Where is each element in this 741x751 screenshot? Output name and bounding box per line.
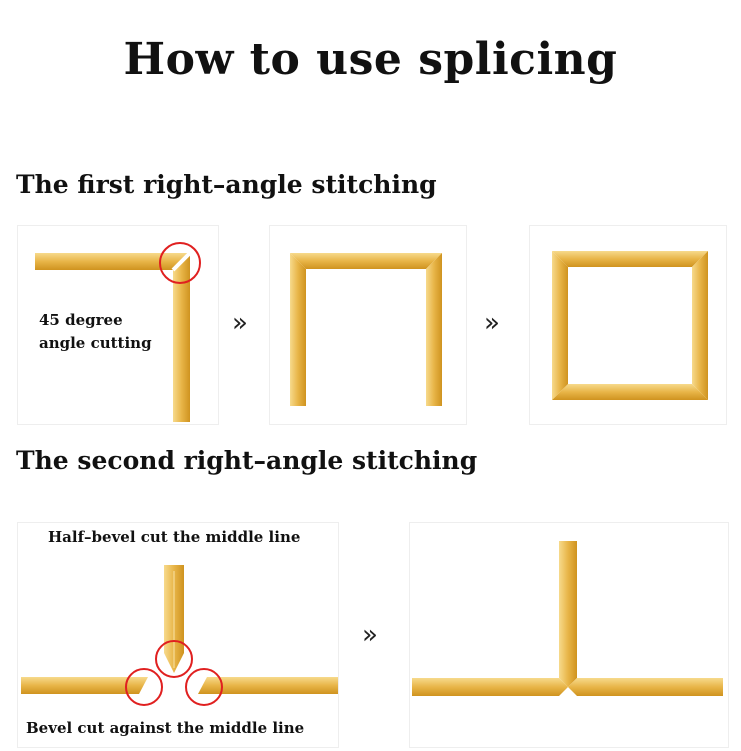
frame-left-bar bbox=[290, 253, 306, 406]
frame-top-bar bbox=[290, 253, 442, 269]
right-cut-highlight-circle bbox=[185, 668, 223, 706]
left-cut-highlight-circle bbox=[125, 668, 163, 706]
page-title: How to use splicing bbox=[123, 34, 618, 85]
t-joint-right-bar bbox=[568, 678, 723, 696]
t-joint-cuts-illustration bbox=[21, 565, 338, 706]
horizontal-strip bbox=[35, 253, 190, 270]
angle-caption-line2: angle cutting bbox=[39, 334, 152, 352]
t-joint-result-panel bbox=[410, 523, 728, 747]
t-joint-cut-panel: Half–bevel cut the middle line Bevel cut… bbox=[18, 523, 338, 747]
square-frame-illustration bbox=[552, 251, 708, 400]
three-sided-frame-illustration bbox=[290, 253, 442, 406]
t-joint-left-bar bbox=[412, 678, 568, 696]
assembled-t-joint-illustration bbox=[412, 541, 723, 696]
vertical-strip bbox=[173, 253, 190, 422]
square-frame-right bbox=[692, 251, 708, 400]
section-one-heading: The first right–angle stitching bbox=[16, 170, 437, 199]
center-cut-highlight-circle bbox=[155, 640, 193, 678]
right-bevel-strip bbox=[198, 677, 338, 694]
arrow-one: » bbox=[232, 308, 248, 338]
left-bevel-strip bbox=[21, 677, 148, 694]
step-three-panel bbox=[530, 226, 726, 424]
step-one-panel: 45 degree angle cutting bbox=[18, 226, 218, 424]
step-two-panel bbox=[270, 226, 466, 424]
bevel-cut-caption: Bevel cut against the middle line bbox=[26, 719, 305, 737]
half-bevel-caption: Half–bevel cut the middle line bbox=[48, 528, 301, 546]
t-joint-vertical-bar bbox=[559, 541, 577, 687]
square-frame-left bbox=[552, 251, 568, 400]
arrow-three: » bbox=[362, 620, 378, 650]
miter-highlight-circle bbox=[159, 242, 201, 284]
frame-right-bar bbox=[426, 253, 442, 406]
section-two-heading: The second right–angle stitching bbox=[16, 446, 478, 475]
mitered-strips-illustration bbox=[35, 242, 201, 422]
square-frame-bottom bbox=[552, 384, 708, 400]
angle-caption-line1: 45 degree bbox=[39, 311, 123, 329]
arrow-two: » bbox=[484, 308, 500, 338]
square-frame-top bbox=[552, 251, 708, 267]
